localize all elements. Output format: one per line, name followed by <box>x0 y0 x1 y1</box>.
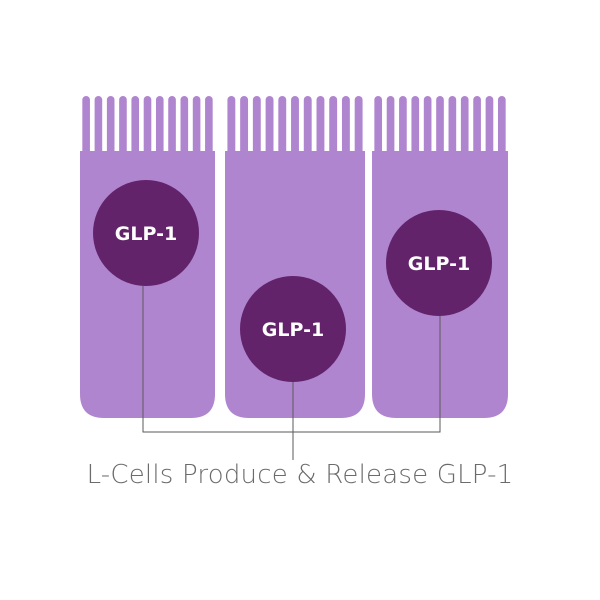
microvillus <box>485 96 494 160</box>
microvillus <box>180 96 189 160</box>
glp1-granule <box>240 276 346 382</box>
microvillus <box>436 96 444 160</box>
microvillus <box>448 96 457 160</box>
microvillus <box>205 96 213 160</box>
microvillus <box>106 96 115 160</box>
microvillus <box>240 96 249 160</box>
caption: L-Cells Produce & Release GLP-1 <box>86 460 514 490</box>
microvillus <box>497 96 506 160</box>
microvillus <box>473 96 481 160</box>
microvillus <box>143 96 152 160</box>
microvillus <box>227 96 236 160</box>
l-cell: GLP-1 <box>79 95 216 418</box>
microvillus <box>329 96 338 160</box>
microvilli <box>371 95 509 160</box>
microvillus <box>386 96 395 160</box>
microvillus <box>131 96 140 160</box>
microvillus <box>354 96 363 160</box>
connector-lines <box>142 286 441 460</box>
microvillus <box>265 96 274 160</box>
microvillus <box>278 96 287 160</box>
microvillus <box>341 96 350 160</box>
microvillus <box>119 96 127 160</box>
microvillus <box>168 96 176 160</box>
microvillus <box>192 96 201 160</box>
microvillus <box>374 96 383 160</box>
glp1-granule <box>386 210 492 316</box>
microvillus <box>303 96 312 160</box>
microvillus <box>94 96 103 160</box>
glp1-granule <box>93 180 199 286</box>
glp1-granule-label: GLP-1 <box>115 223 177 245</box>
microvillus <box>155 96 164 160</box>
microvillus <box>252 96 261 160</box>
l-cell: GLP-1 <box>224 95 366 418</box>
microvillus <box>423 96 432 160</box>
microvilli <box>224 95 366 160</box>
microvillus <box>399 96 407 160</box>
microvillus <box>291 96 299 160</box>
l-cell: GLP-1 <box>371 95 509 418</box>
microvillus <box>82 96 90 160</box>
microvillus <box>460 96 469 160</box>
microvillus <box>411 96 420 160</box>
microvillus <box>316 96 325 160</box>
glp1-granule-label: GLP-1 <box>262 319 324 341</box>
microvilli <box>79 95 216 160</box>
glp1-granule-label: GLP-1 <box>408 253 470 275</box>
